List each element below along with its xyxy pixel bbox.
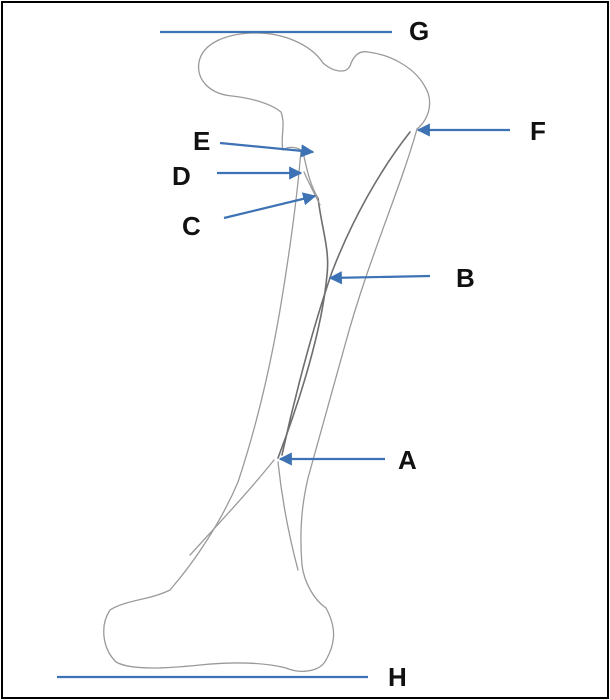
linea-aspera-line-1	[278, 198, 328, 458]
linea-aspera-line-2	[282, 132, 410, 455]
label-a: A	[398, 445, 417, 475]
label-c: C	[182, 211, 201, 241]
femur-medial-edge	[110, 150, 301, 610]
femur-bone-outline	[104, 33, 430, 671]
lateral-supracondylar-line	[278, 462, 298, 570]
pointer-arrow-e	[220, 143, 313, 152]
label-e: E	[193, 126, 210, 156]
pointer-arrow-c	[224, 196, 315, 218]
label-f: F	[530, 116, 546, 146]
pointer-arrow-b	[330, 276, 430, 278]
label-g: G	[409, 16, 429, 46]
femur-proximal-outline	[199, 33, 430, 150]
femur-distal-condyles	[104, 608, 334, 671]
medial-supracondylar-line	[190, 460, 274, 555]
label-h: H	[388, 662, 407, 692]
label-d: D	[172, 161, 191, 191]
label-b: B	[456, 263, 475, 293]
gluteal-tuberosity-line	[304, 172, 320, 205]
